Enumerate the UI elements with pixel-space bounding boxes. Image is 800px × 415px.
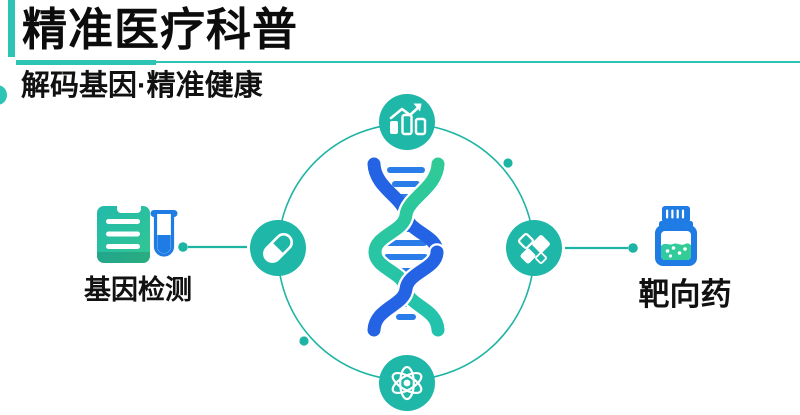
- orbit-dot-bottom-left: [299, 336, 309, 346]
- medicine-bottle-icon: [655, 206, 697, 266]
- dna-helix-icon: [365, 155, 447, 339]
- page-subtitle: 解码基因·精准健康: [21, 70, 263, 102]
- connector-right-dot: [628, 243, 638, 253]
- clipboard-report-icon: [97, 202, 150, 263]
- orbit-node-bottom: [379, 355, 435, 411]
- label-targeted-drug: 靶向药: [638, 277, 732, 312]
- atom-icon: [391, 365, 423, 401]
- dna-strand-blue-lower: [367, 245, 444, 337]
- dna-strand-teal: [368, 157, 445, 337]
- orbit-node-top: [379, 94, 435, 150]
- orbit-node-left-circle: [250, 220, 306, 276]
- orbit-node-top-circle: [379, 94, 435, 150]
- capsule-pill-icon: [263, 233, 293, 263]
- title-underline-thick: [16, 60, 156, 65]
- connector-left-dot: [178, 242, 188, 252]
- orbit-ring: [277, 123, 535, 381]
- connector-left: [178, 242, 247, 252]
- page-title: 精准医疗科普: [22, 4, 299, 55]
- title-underline-thin: [156, 61, 800, 63]
- test-tube-icon: [150, 210, 178, 257]
- orbit-dot-top-right: [503, 158, 513, 168]
- title-accent-bar: [8, 0, 15, 57]
- edge-decorative-dot: [0, 85, 7, 105]
- bar-chart-growth-icon: [389, 103, 427, 136]
- label-gene-testing: 基因检测: [84, 275, 192, 305]
- orbit-node-left: [250, 220, 306, 276]
- diamond-molecule-icon: [517, 232, 550, 264]
- connector-right: [565, 243, 638, 253]
- orbit-node-right-circle: [506, 220, 562, 276]
- orbit-node-right: [506, 220, 562, 276]
